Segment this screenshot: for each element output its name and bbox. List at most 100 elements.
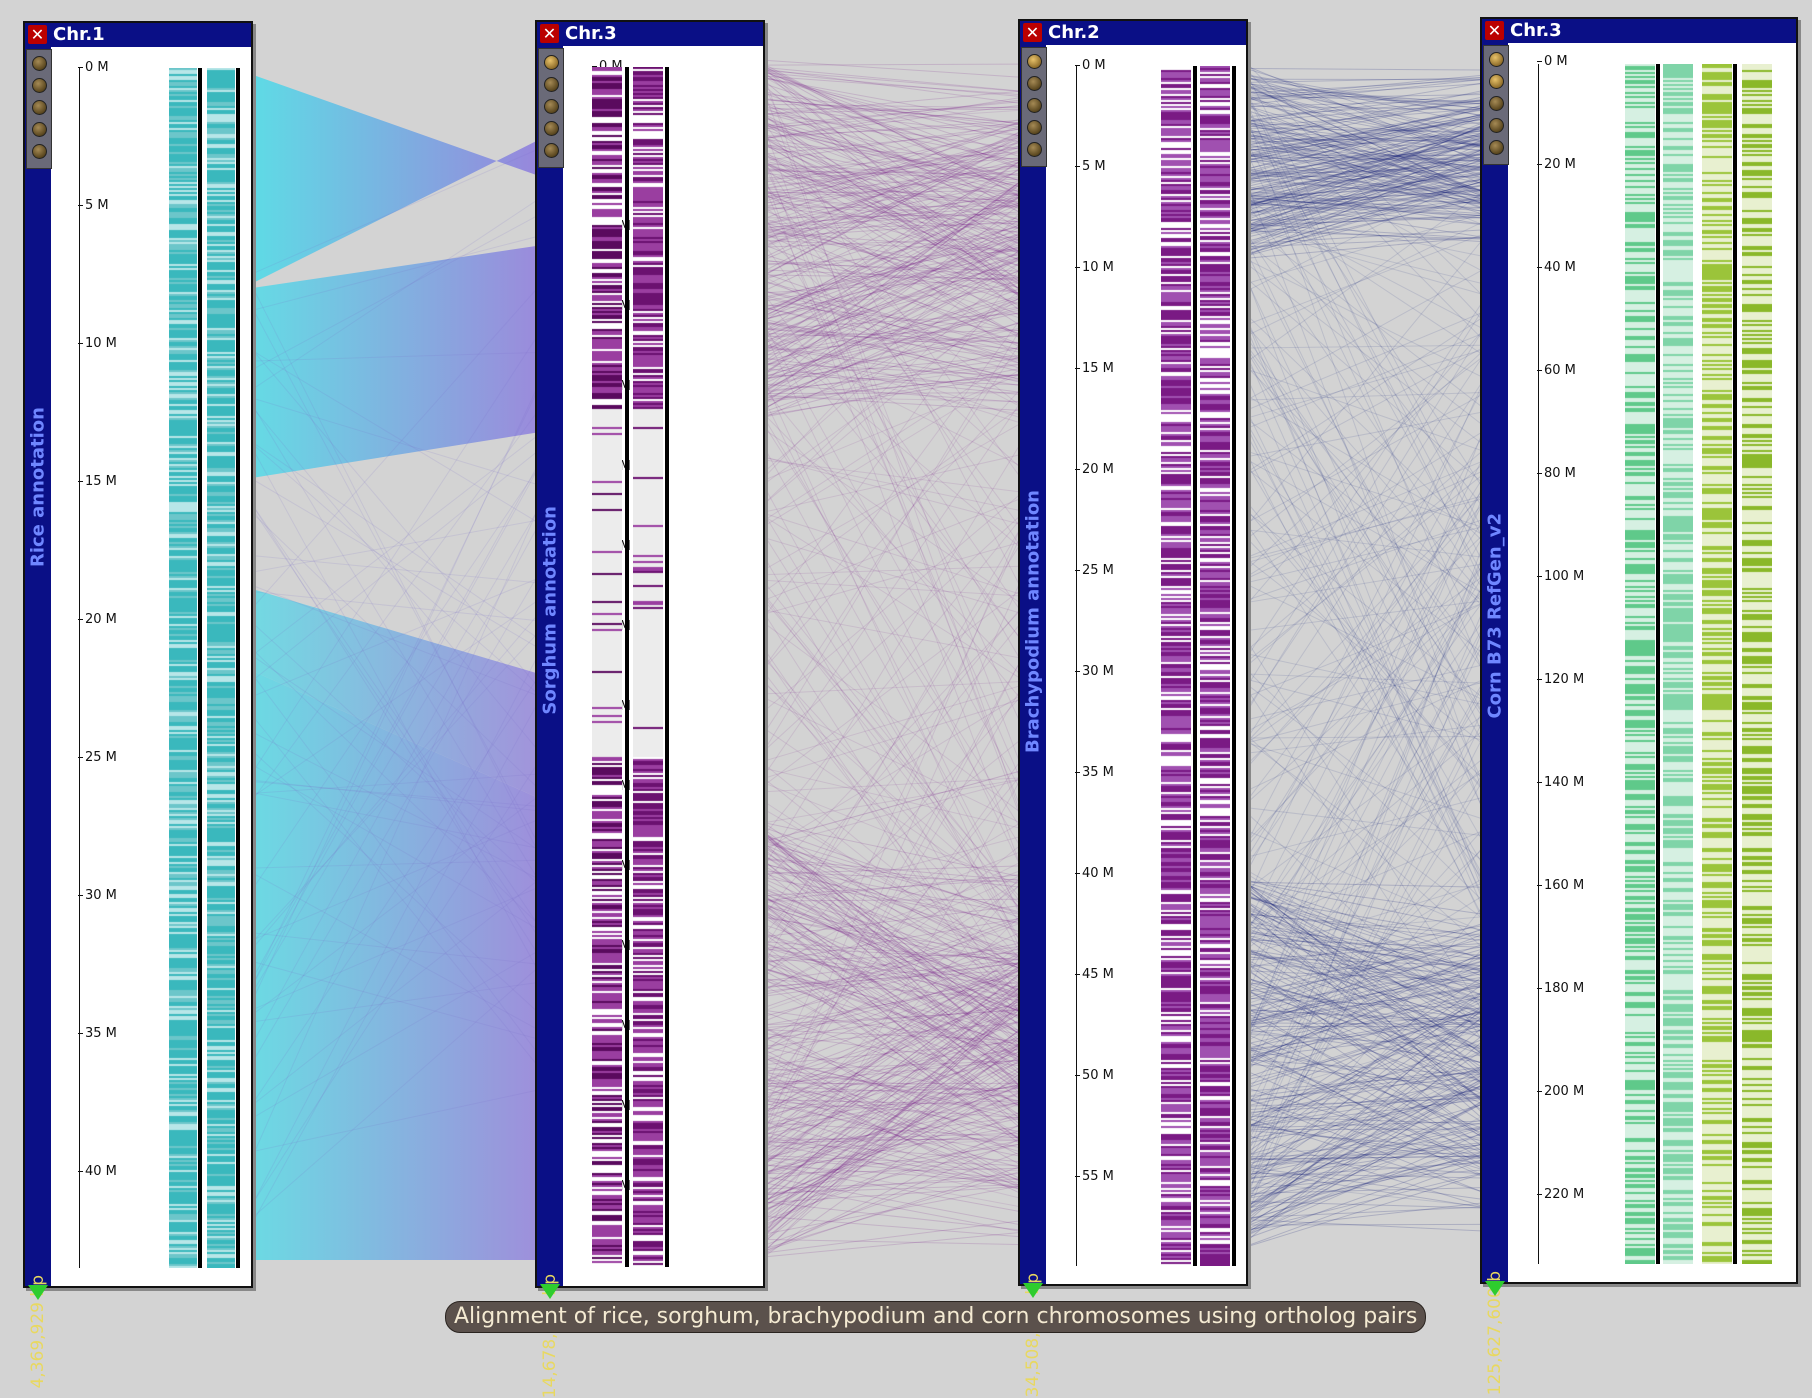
axis-tick-label: 55 M	[1082, 1170, 1114, 1183]
axis-tick-label: 25 M	[85, 751, 117, 764]
close-icon[interactable]: ✕	[28, 25, 47, 44]
axis-tick-label: 140 M	[1544, 776, 1584, 789]
axis-tick-label: 0 M	[1544, 55, 1568, 68]
axis-tick-label: 10 M	[85, 337, 117, 350]
track-separator	[236, 68, 240, 1268]
scroll-down-icon[interactable]	[540, 1284, 560, 1299]
axis-tick-label: 20 M	[1082, 463, 1114, 476]
axis-tick-label: 50 M	[1082, 1069, 1114, 1082]
track-toggle-icon[interactable]	[32, 122, 47, 137]
axis-tick-label: 35 M	[1082, 766, 1114, 779]
close-icon[interactable]: ✕	[540, 24, 559, 43]
track-toggle-group[interactable]	[1021, 47, 1047, 167]
scroll-down-icon[interactable]	[1485, 1281, 1505, 1296]
axis-tick-label: 45 M	[1082, 968, 1114, 981]
track-toggle-icon[interactable]	[544, 55, 559, 70]
annotation-track[interactable]	[169, 68, 197, 1268]
annotation-label: Sorghum annotation	[540, 506, 561, 715]
track-toggle-icon[interactable]	[1489, 74, 1504, 89]
axis-tick-label: 220 M	[1544, 1188, 1584, 1201]
panel-titlebar[interactable]: ✕ Chr.2	[1020, 21, 1246, 45]
track-toggle-icon[interactable]	[1489, 52, 1504, 67]
annotation-track[interactable]	[1702, 64, 1732, 1264]
track-toggle-icon[interactable]	[32, 144, 47, 159]
axis-tick-label: 20 M	[85, 613, 117, 626]
axis-tick-label: 35 M	[85, 1027, 117, 1040]
axis-tick-label: 0 M	[1082, 59, 1106, 72]
axis-tick-label: 180 M	[1544, 982, 1584, 995]
track-toggle-icon[interactable]	[1489, 140, 1504, 155]
track-separator	[1193, 66, 1197, 1266]
annotation-track[interactable]	[592, 67, 622, 1267]
track-separator	[1656, 64, 1660, 1264]
track-toggle-icon[interactable]	[1027, 98, 1042, 113]
annotation-track[interactable]	[1625, 64, 1655, 1264]
axis-tick-label: 10 M	[1082, 261, 1114, 274]
axis-tick-label: 15 M	[1082, 362, 1114, 375]
axis-tick-label: 5 M	[85, 199, 109, 212]
track-separator	[665, 67, 669, 1267]
panel-sidebar: Rice annotation 4,369,929 bp	[25, 47, 51, 1286]
track-toggle-icon[interactable]	[1027, 120, 1042, 135]
track-toggle-icon[interactable]	[1489, 118, 1504, 133]
track-toggle-icon[interactable]	[544, 121, 559, 136]
annotation-track[interactable]	[1200, 66, 1230, 1266]
panel-brachypodium: ✕ Chr.2 Brachypodium annotation 34,508,6…	[1018, 19, 1248, 1286]
track-separator	[1232, 66, 1236, 1266]
axis-tick-label: 60 M	[1544, 364, 1576, 377]
panel-sorghum: ✕ Chr.3 Sorghum annotation 14,678,200 bp…	[535, 20, 765, 1288]
chromosome-title: Chr.3	[1510, 19, 1562, 43]
axis-tick-label: 30 M	[85, 889, 117, 902]
axis-tick-label: 40 M	[85, 1165, 117, 1178]
panel-titlebar[interactable]: ✕ Chr.3	[537, 22, 763, 46]
track-toggle-icon[interactable]	[544, 143, 559, 158]
panel-corn: ✕ Chr.3 Corn B73 RefGen_v2 125,627,600 b…	[1480, 17, 1798, 1284]
annotation-label: Brachypodium annotation	[1023, 490, 1044, 753]
panel-sidebar: Sorghum annotation 14,678,200 bp	[537, 46, 563, 1286]
scroll-down-icon[interactable]	[1023, 1283, 1043, 1298]
close-icon[interactable]: ✕	[1485, 21, 1504, 40]
track-separator	[1733, 64, 1737, 1264]
axis-tick-label: 80 M	[1544, 467, 1576, 480]
track-toggle-group[interactable]	[538, 48, 564, 168]
track-separator	[625, 67, 629, 1267]
axis-tick-label: 40 M	[1544, 261, 1576, 274]
axis-tick-label: 160 M	[1544, 879, 1584, 892]
track-toggle-group[interactable]	[26, 49, 52, 169]
scroll-down-icon[interactable]	[28, 1285, 48, 1300]
track-toggle-icon[interactable]	[32, 78, 47, 93]
annotation-track[interactable]	[633, 67, 663, 1267]
track-toggle-icon[interactable]	[1027, 76, 1042, 91]
axis-tick-label: 5 M	[1082, 160, 1106, 173]
panel-titlebar[interactable]: ✕ Chr.3	[1482, 19, 1796, 43]
track-separator	[198, 68, 202, 1268]
axis-tick-label: 20 M	[1544, 158, 1576, 171]
track-toggle-group[interactable]	[1483, 45, 1509, 165]
chromosome-title: Chr.1	[53, 23, 105, 47]
axis-tick-label: 25 M	[1082, 564, 1114, 577]
axis-line	[1538, 64, 1539, 1264]
axis-tick-label: 0 M	[85, 61, 109, 74]
track-toggle-icon[interactable]	[1489, 96, 1504, 111]
annotation-track[interactable]	[1161, 66, 1191, 1266]
axis-tick-label: 40 M	[1082, 867, 1114, 880]
chromosome-title: Chr.2	[1048, 21, 1100, 45]
axis-tick-label: 30 M	[1082, 665, 1114, 678]
track-toggle-icon[interactable]	[32, 56, 47, 71]
annotation-track[interactable]	[1742, 64, 1772, 1264]
axis-line	[79, 68, 80, 1268]
annotation-track[interactable]	[1663, 64, 1693, 1264]
chromosome-title: Chr.3	[565, 22, 617, 46]
annotation-track[interactable]	[207, 68, 235, 1268]
axis-line	[1076, 66, 1077, 1266]
track-toggle-icon[interactable]	[1027, 54, 1042, 69]
axis-tick-label: 200 M	[1544, 1085, 1584, 1098]
track-toggle-icon[interactable]	[32, 100, 47, 115]
close-icon[interactable]: ✕	[1023, 23, 1042, 42]
track-toggle-icon[interactable]	[544, 99, 559, 114]
panel-titlebar[interactable]: ✕ Chr.1	[25, 23, 251, 47]
annotation-label: Corn B73 RefGen_v2	[1485, 513, 1506, 719]
axis-tick-label: 100 M	[1544, 570, 1584, 583]
track-toggle-icon[interactable]	[1027, 142, 1042, 157]
track-toggle-icon[interactable]	[544, 77, 559, 92]
